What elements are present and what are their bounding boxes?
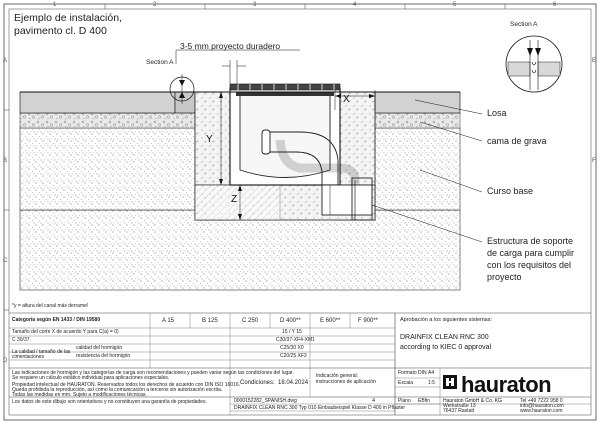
table-row3-value: C30/37-XF4-XM1 [276,337,315,343]
table-row5-value: C20/25 XF3 [280,353,307,359]
load-class-b125: B 125 [202,318,218,324]
joint-label: 3-5 mm proyecto duradero [180,41,281,51]
table-row4-label: calidad del hormigón [76,345,123,351]
phone: Tel +49 7222 958 0 [520,398,563,404]
label-estructura-3: con los requisitos del [487,260,572,270]
instructions-line2: instrucciones de aplicación [316,379,376,385]
label-losa: Losa [487,108,507,118]
ruler-top-4: 4 [353,2,357,8]
dimension-y: Y [206,134,213,145]
load-class-c250: C 250 [242,318,259,324]
load-class-f900: F 900** [358,318,379,324]
ruler-top-3: 3 [253,2,257,8]
disclaimer-line1: Propiedad intelectual de HAURATON. Reser… [12,382,240,388]
website: www.hauraton.com [520,408,563,414]
section-a-label-right: Section A [510,21,538,28]
disclaimer-line2: Queda prohibida la reproducción, así com… [12,387,223,393]
table-row1-label: Categoría según EN 1433 / DIN 19580 [12,317,101,323]
file-name: 0000152282_SPANISH.dwg [234,398,297,404]
load-class-a15: A 15 [162,318,175,324]
plano-label: Plano [398,398,411,404]
ruler-side-e: E [592,58,597,64]
table-row4-value: C25/30 X0 [280,345,304,351]
side-note-2: cimentaciones [12,354,44,360]
label-estructura-2: de carga para cumplir [487,248,575,258]
section-a-label-left: Section A [146,59,174,66]
ruler-top-5: 5 [453,2,457,8]
address-line2: Werkstraße 13 [443,403,476,409]
address-line3: 76437 Rastatt [443,408,475,414]
disclaimer-line3: Todas las medidas en mm. Sujeto a modifi… [12,392,147,398]
format-value: A4 [428,370,435,376]
table-row2-label: Tamaño del corte X de acuerdo Y para C(a… [12,329,119,335]
label-estructura-4: proyecto [487,272,522,282]
legal-line2: Se requiere un cálculo estático individu… [12,375,170,381]
product-line: DRAINFIX CLEAN RNC 300 Typ 010 Einbaubei… [234,405,406,411]
ruler-side-a: A [3,58,8,64]
escala-value: 1:5 [428,380,435,386]
escala-label: Escala [398,380,414,386]
ruler-top-6: 6 [553,2,557,8]
hauraton-logo: hauraton [461,372,552,397]
instructions-line1: Indicación general: [316,373,358,379]
approval-title: Aprobación a los siguientes sistemas: [400,317,493,323]
table-row5-label: resistencia del hormigón [76,353,131,359]
load-class-e600: E 600** [320,318,341,324]
label-grava: cama de grava [487,136,547,146]
table-row3-label: C 30/37 [12,337,30,343]
drawing-title-line1: Ejemplo de instalación, [14,12,122,24]
footnote: *y = altura del canal más derrame! [12,303,89,309]
drawing-title-line2: pavimento cl. D 400 [14,25,107,37]
ruler-side-f: F [592,158,596,164]
ruler-side-d: D [3,358,8,364]
approval-line2: according to KIEC 0 approval [400,344,492,351]
load-class-d400: D 400** [280,318,301,324]
approval-line1: DRAINFIX CLEAN RNC 300 [400,334,489,341]
hauraton-mark-icon [443,375,457,389]
disclaimer-line4: Los datos de este dibujo son orientativo… [12,399,207,405]
ruler-top-2: 2 [153,2,157,8]
email: info@hauraton.com [520,403,564,409]
sheet-number: 4 [372,398,376,404]
ruler-top-1: 1 [53,2,57,8]
dimension-x: X [343,94,350,105]
table-row2-value: 15 / Y 15 [282,329,302,335]
plano-value: EBfin [418,398,430,404]
address-line1: Hauraton GmbH & Co. KG [443,398,502,404]
ruler-side-c: C [3,258,8,264]
label-estructura-1: Estructura de soporte [487,236,574,246]
dimension-z: Z [231,194,238,205]
conditions-label: Condiciones: [240,380,275,386]
legal-line1: Las indicaciones de hormigón y las categ… [12,370,294,376]
label-curso: Curso base [487,186,534,196]
format-label: Formato DIN [398,370,427,376]
ruler-side-b: B [3,158,8,164]
side-note-1: La calidad / tamaño de las [12,349,71,355]
drawing-date: 18.04.2024 [278,380,309,386]
